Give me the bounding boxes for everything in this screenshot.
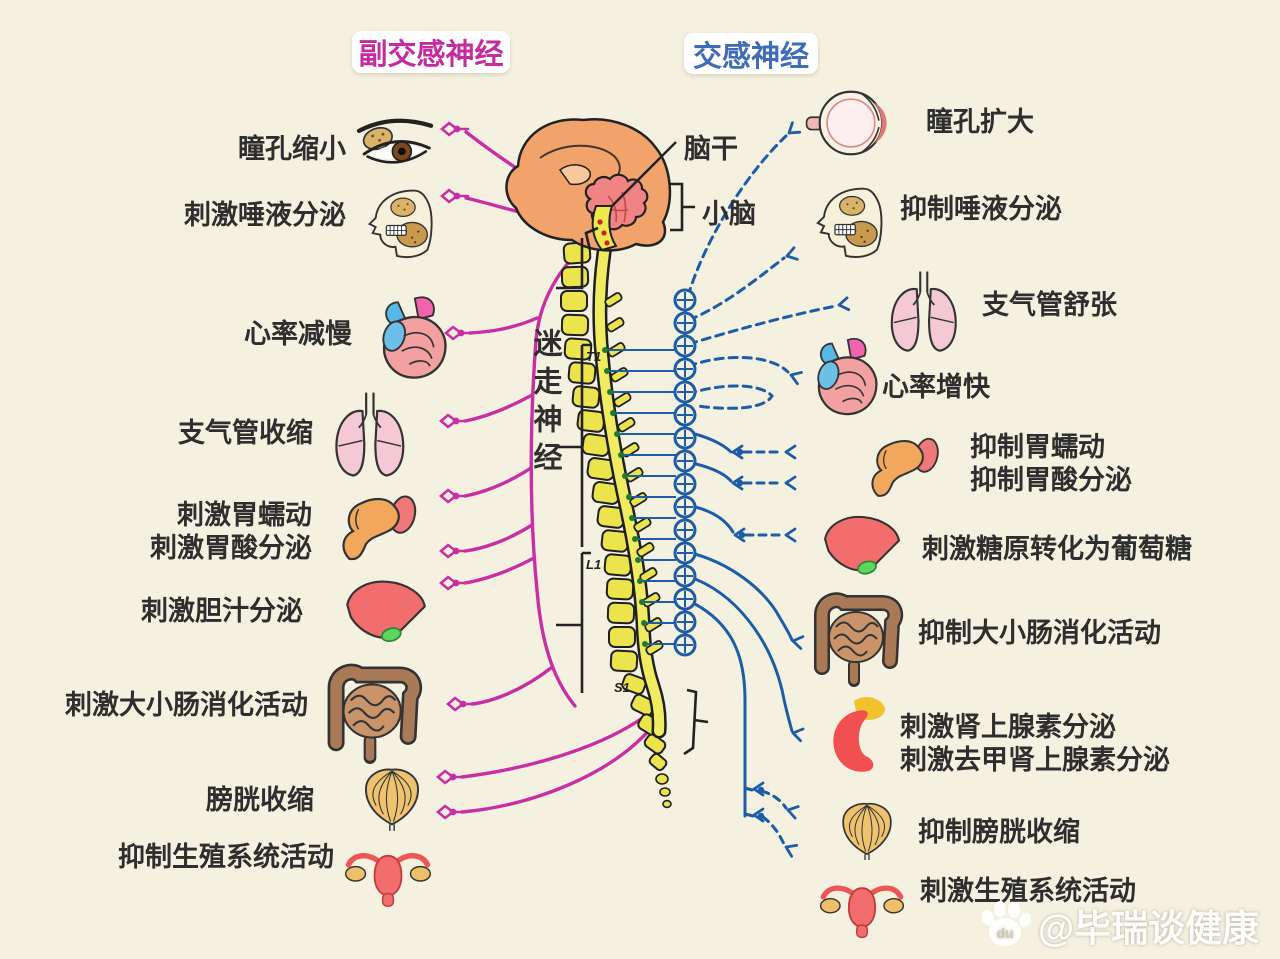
skull-icon bbox=[816, 187, 883, 258]
label-inhibit-bladder: 抑制膀胱收缩 bbox=[918, 817, 1080, 847]
label-pupil-constrict: 瞳孔缩小 bbox=[238, 134, 346, 164]
eye-icon bbox=[356, 118, 434, 164]
liver-icon bbox=[824, 515, 901, 575]
label-inhibit-intestine: 抑制大小肠消化活动 bbox=[918, 618, 1161, 648]
label-inhibit-reproductive: 抑制生殖系统活动 bbox=[118, 842, 334, 872]
spine-marker-s1: S1 bbox=[614, 680, 630, 695]
spine-marker-t1: T1 bbox=[586, 349, 602, 364]
label-pupil-dilate: 瞳孔扩大 bbox=[926, 107, 1034, 137]
kidney-icon bbox=[833, 697, 886, 772]
parasympathetic-terminals bbox=[435, 121, 476, 820]
heart-icon bbox=[382, 296, 447, 379]
vagus-nerve-label: 迷走神经 bbox=[529, 328, 561, 480]
spinous-processes bbox=[604, 292, 664, 656]
intestines-icon bbox=[327, 663, 423, 764]
sympathetic-terminals bbox=[731, 121, 851, 858]
uterus-icon bbox=[344, 853, 432, 907]
brainstem-label: 脑干 bbox=[684, 134, 738, 164]
label-bronchi-constrict: 支气管收缩 bbox=[178, 418, 313, 448]
sympathetic-badge-label: 交感神经 bbox=[692, 40, 809, 73]
label-stimulate-reproductive: 刺激生殖系统活动 bbox=[920, 876, 1136, 906]
spinal-rami bbox=[606, 349, 676, 645]
eyeball-icon bbox=[805, 90, 887, 156]
parasympathetic-badge: 副交感神经 bbox=[352, 31, 510, 73]
bladder-icon bbox=[365, 768, 419, 831]
uterus-icon bbox=[819, 885, 905, 939]
sympathetic-chain bbox=[673, 288, 697, 657]
preganglionic-dots bbox=[602, 347, 648, 647]
label-stimulate-bile: 刺激胆汁分泌 bbox=[141, 596, 303, 626]
brain-illustration bbox=[505, 118, 677, 252]
liver-icon bbox=[346, 580, 426, 643]
skull-icon bbox=[367, 189, 433, 259]
stomach-icon bbox=[342, 495, 417, 561]
segment-brackets bbox=[556, 182, 709, 756]
bladder-icon bbox=[842, 802, 892, 861]
intestines-icon bbox=[814, 592, 904, 687]
label-glycogen-glucose: 刺激糖原转化为葡萄糖 bbox=[922, 534, 1192, 564]
spine-marker-l1: L1 bbox=[586, 557, 602, 572]
label-bladder-contract: 膀胱收缩 bbox=[206, 785, 314, 815]
label-stimulate-saliva: 刺激唾液分泌 bbox=[184, 200, 346, 230]
watermark-text: @毕瑞谈健康 bbox=[1038, 908, 1260, 949]
label-heart-fast: 心率增快 bbox=[882, 372, 990, 402]
spinal-cord bbox=[592, 232, 667, 739]
stomach-icon bbox=[871, 437, 939, 497]
label-heart-slow: 心率减慢 bbox=[244, 319, 352, 349]
sympathetic-badge: 交感神经 bbox=[684, 33, 818, 74]
label-stimulate-stomach: 刺激胃蠕动 刺激胃酸分泌 bbox=[150, 500, 312, 563]
parasympathetic-badge-label: 副交感神经 bbox=[358, 39, 504, 71]
lungs-icon bbox=[890, 271, 957, 352]
label-adrenaline: 刺激肾上腺素分泌 刺激去甲肾上腺素分泌 bbox=[900, 712, 1170, 775]
label-bronchi-dilate: 支气管舒张 bbox=[982, 290, 1117, 320]
watermark: du @毕瑞谈健康 bbox=[978, 898, 1259, 952]
heart-icon bbox=[817, 338, 878, 416]
label-stimulate-intestine: 刺激大小肠消化活动 bbox=[65, 690, 308, 720]
lungs-icon bbox=[335, 392, 405, 477]
svg-text:du: du bbox=[996, 925, 1013, 941]
cerebellum-label: 小脑 bbox=[702, 199, 756, 229]
baidu-paw-icon: du bbox=[981, 901, 1031, 946]
sympathetic-nerves bbox=[685, 134, 838, 846]
label-inhibit-stomach: 抑制胃蠕动 抑制胃酸分泌 bbox=[970, 432, 1132, 495]
label-inhibit-saliva: 抑制唾液分泌 bbox=[900, 194, 1062, 224]
